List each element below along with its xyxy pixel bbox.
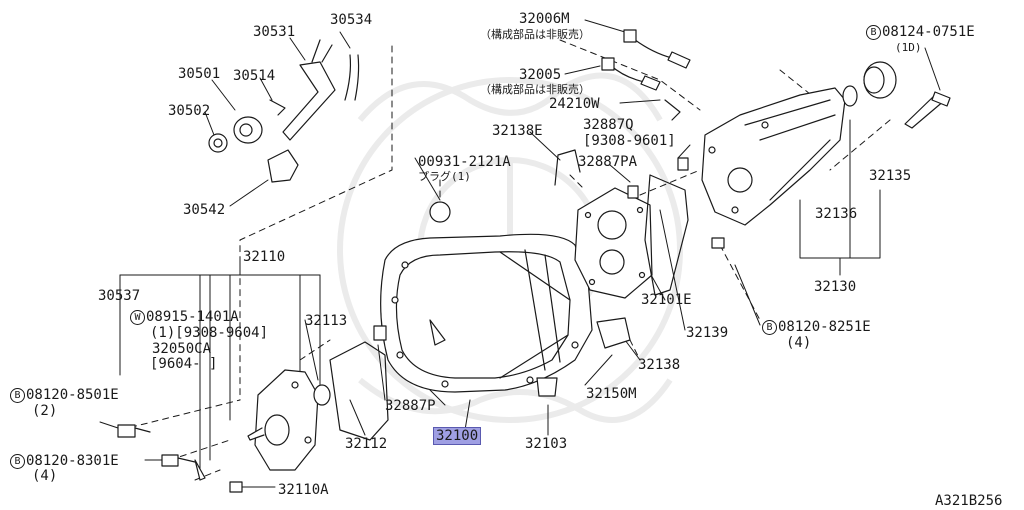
label-30502: 30502 bbox=[168, 103, 211, 119]
spring-30534 bbox=[344, 54, 360, 101]
note-qty-9308-9604: (1)[9308-9604] bbox=[150, 325, 269, 341]
label-32138: 32138 bbox=[638, 357, 681, 373]
note-not-sold-1: （構成部品は非販売） bbox=[480, 28, 590, 41]
bolt-mark-b: B bbox=[762, 320, 777, 335]
label-30531: 30531 bbox=[253, 24, 296, 40]
seal-32113 bbox=[313, 384, 331, 406]
bolt-08124-0751E bbox=[904, 91, 951, 129]
plug-00931 bbox=[429, 201, 451, 223]
shift-fork-30531 bbox=[282, 39, 336, 141]
bolt-code: 08120-8301E bbox=[26, 453, 119, 469]
bushing-30502 bbox=[208, 133, 228, 153]
stud-32050CA bbox=[194, 459, 206, 481]
label-32110A: 32110A bbox=[278, 482, 329, 498]
bolt-mark-b: B bbox=[866, 25, 881, 40]
note-not-sold-2: （構成部品は非販売） bbox=[480, 83, 590, 96]
bolt-code: 08120-8501E bbox=[26, 387, 119, 403]
bolt-code: 08124-0751E bbox=[882, 24, 975, 40]
bolt-32110A bbox=[229, 481, 243, 493]
bolt-08120-8251E bbox=[711, 237, 725, 249]
seal-32135 bbox=[863, 61, 897, 99]
washer-code: 08915-1401A bbox=[146, 309, 239, 325]
label-30534: 30534 bbox=[330, 12, 373, 28]
pivot-30542 bbox=[267, 149, 299, 183]
label-32887PA: 32887PA bbox=[578, 154, 638, 170]
label-32006M: 32006M bbox=[519, 11, 570, 27]
gasket-32112 bbox=[329, 341, 389, 441]
label-32135: 32135 bbox=[869, 168, 912, 184]
bolt-08120-8501E bbox=[117, 424, 151, 438]
clip-30514 bbox=[269, 99, 286, 116]
label-32103: 32103 bbox=[525, 436, 568, 452]
label-32110: 32110 bbox=[243, 249, 286, 265]
label-32887Q: 32887Q bbox=[583, 117, 634, 133]
rear-extension-housing-32130 bbox=[701, 87, 846, 226]
label-32887P: 32887P bbox=[385, 398, 436, 414]
switch-24210W bbox=[664, 99, 681, 121]
label-9308-9601: [9308-9601] bbox=[583, 133, 676, 149]
label-32138E: 32138E bbox=[492, 123, 543, 139]
bolt-mark-b: B bbox=[10, 388, 25, 403]
figure-code: A321B256 bbox=[935, 493, 1003, 509]
label-24210W: 24210W bbox=[549, 96, 600, 112]
pipe-32138E bbox=[554, 149, 581, 186]
label-32101E: 32101E bbox=[641, 292, 692, 308]
mount-32150M bbox=[596, 317, 631, 349]
plug-32103 bbox=[536, 377, 558, 397]
label-32112: 32112 bbox=[345, 436, 388, 452]
label-32050CA: 32050CA bbox=[152, 341, 212, 357]
bolt-08120-8301E bbox=[161, 454, 196, 467]
bracket-leaders bbox=[99, 19, 941, 488]
bell-housing-32100 bbox=[380, 233, 593, 393]
assembly-dashed-lines bbox=[119, 39, 891, 481]
label-32136: 32136 bbox=[815, 206, 858, 222]
seal-32136 bbox=[842, 85, 858, 107]
label-32005: 32005 bbox=[519, 67, 562, 83]
note-qty-4-right: (4) bbox=[786, 335, 812, 351]
gasket-32139 bbox=[644, 174, 689, 296]
bolt-code: 08120-8251E bbox=[778, 319, 871, 335]
label-32100-highlighted[interactable]: 32100 bbox=[433, 427, 482, 445]
bolt-mark-b: B bbox=[10, 454, 25, 469]
label-32130: 32130 bbox=[814, 279, 857, 295]
label-00931-2121A: 00931-2121A bbox=[418, 154, 511, 170]
front-cover-32110 bbox=[247, 369, 319, 471]
label-32113: 32113 bbox=[305, 313, 348, 329]
dowel-32887Q bbox=[677, 157, 689, 171]
label-30501: 30501 bbox=[178, 66, 221, 82]
note-qty-2: (2) bbox=[32, 403, 58, 419]
note-qty-1d: (1D) bbox=[895, 41, 922, 54]
dowel-32887PA bbox=[627, 185, 639, 199]
bearing-30501 bbox=[233, 116, 263, 144]
note-plug-1: プラグ(1) bbox=[418, 170, 471, 183]
label-32139: 32139 bbox=[686, 325, 729, 341]
label-30542: 30542 bbox=[183, 202, 226, 218]
sensor-32006M bbox=[623, 29, 691, 69]
washer-mark-w: W bbox=[130, 310, 145, 325]
sensor-32005 bbox=[601, 57, 661, 91]
label-30537: 30537 bbox=[98, 288, 141, 304]
label-9604: [9604- ] bbox=[150, 356, 218, 372]
note-qty-4-left: (4) bbox=[32, 468, 58, 484]
adapter-plate-32101E bbox=[574, 187, 653, 299]
dowel-32887P bbox=[373, 325, 387, 341]
label-32150M: 32150M bbox=[586, 386, 637, 402]
label-30514: 30514 bbox=[233, 68, 276, 84]
